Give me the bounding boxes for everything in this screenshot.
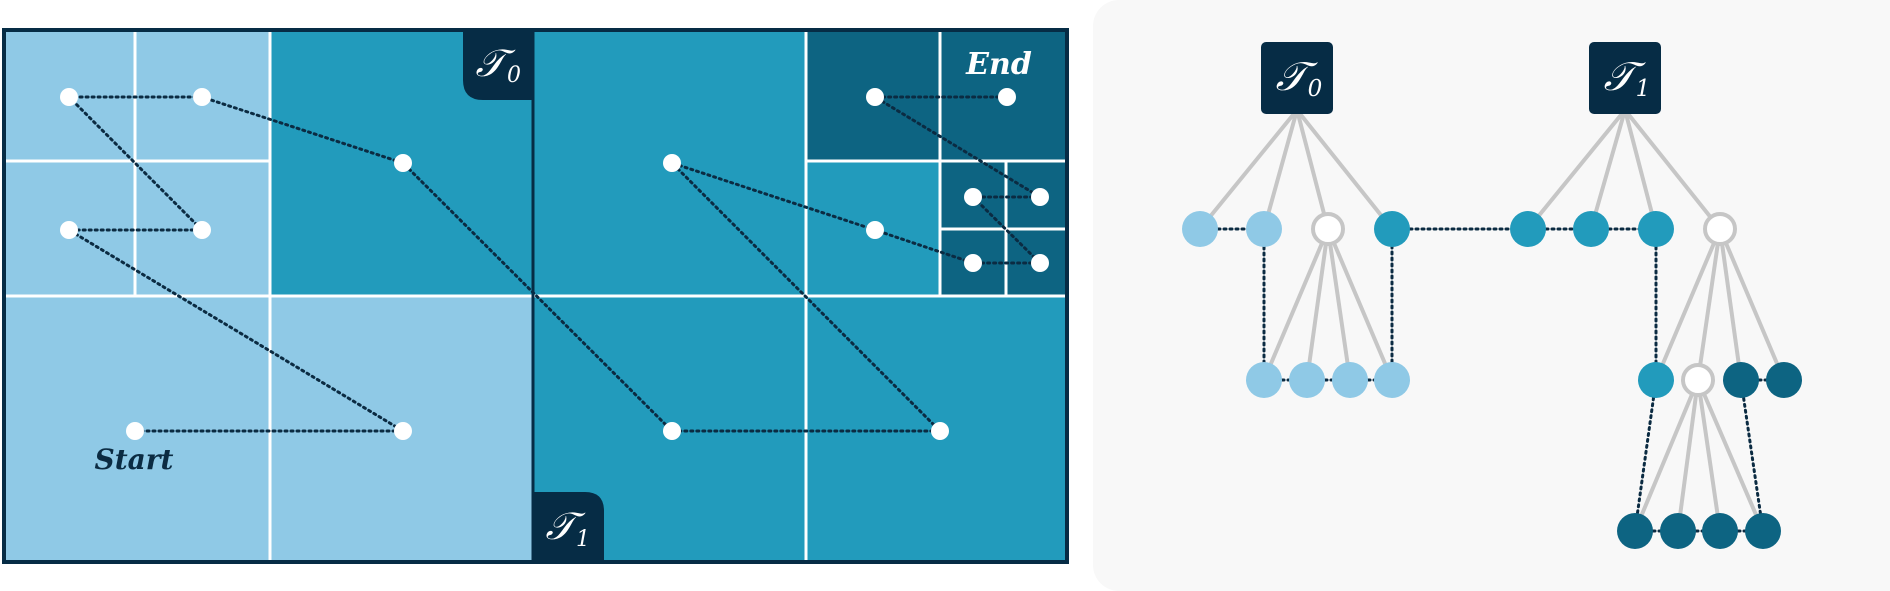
tree0-root-sub: 0 xyxy=(1308,76,1323,102)
cell-center-point xyxy=(394,422,412,440)
quad-cell xyxy=(806,30,1067,161)
tree-leaf-node xyxy=(1573,211,1609,247)
tree1-root-sub: 1 xyxy=(1636,76,1651,102)
tree-leaf-node xyxy=(1638,362,1674,398)
tree1-tab: 𝒯 1 xyxy=(533,492,604,562)
tree-edge xyxy=(1198,108,1299,231)
tree-leaf-node xyxy=(1246,211,1282,247)
tree1-root-node: 𝒯 1 xyxy=(1589,42,1661,114)
cell-center-point xyxy=(866,221,884,239)
tree-internal-node xyxy=(1681,363,1715,397)
tree-leaf-node xyxy=(1182,211,1218,247)
cell-center-point xyxy=(193,88,211,106)
tree-nodes xyxy=(1182,211,1802,549)
tree-edge xyxy=(1262,109,1299,230)
cell-center-point xyxy=(60,88,78,106)
cell-center-point xyxy=(931,422,949,440)
tree-edge xyxy=(1295,109,1330,230)
tree-leaf-node xyxy=(1246,362,1282,398)
tree-edge xyxy=(1326,228,1394,381)
tree1-tab-sub: 1 xyxy=(576,527,590,552)
tree-edge xyxy=(1676,379,1700,532)
tree-leaf-node xyxy=(1745,513,1781,549)
tree-leaf-node xyxy=(1723,362,1759,398)
leaf-order-link xyxy=(1633,378,1658,533)
tree-edge xyxy=(1718,228,1743,381)
tree-internal-node xyxy=(1703,212,1737,246)
tree-diagram: 𝒯 0 𝒯 1 xyxy=(1182,42,1802,549)
tree-edge xyxy=(1526,108,1627,231)
cell-center-point xyxy=(394,154,412,172)
tree-edge xyxy=(1718,228,1786,381)
cell-center-point xyxy=(964,188,982,206)
cell-centers xyxy=(60,88,1049,440)
tree-leaf-node xyxy=(1660,513,1696,549)
tree-edge xyxy=(1623,108,1722,231)
tree-panel: 𝒯 0 𝒯 1 xyxy=(1093,0,1890,591)
tree-edges xyxy=(1198,108,1786,532)
tree0-tab: 𝒯 0 xyxy=(463,30,533,100)
tree-leaf-node xyxy=(1702,513,1738,549)
start-label: Start xyxy=(95,443,174,476)
cell-center-point xyxy=(964,254,982,272)
tree0-tab-sub: 0 xyxy=(507,63,521,88)
cell-center-point xyxy=(126,422,144,440)
tree-edge xyxy=(1326,228,1352,381)
cell-center-point xyxy=(663,154,681,172)
tree-leaf-node xyxy=(1766,362,1802,398)
cell-center-point xyxy=(1031,188,1049,206)
tree0-root-node: 𝒯 0 xyxy=(1261,42,1333,114)
tree-leaf-node xyxy=(1638,211,1674,247)
tree-edge xyxy=(1696,228,1722,381)
tree-edge xyxy=(1696,379,1722,532)
cell-center-point xyxy=(663,422,681,440)
tree-internal-node xyxy=(1311,212,1345,246)
quadtree-diagram: 𝒯 0 𝒯 1 Start End xyxy=(2,28,1069,564)
tree-leaf-node xyxy=(1617,513,1653,549)
tree-edge xyxy=(1295,108,1394,231)
tree-edge xyxy=(1589,109,1627,230)
tree-edge xyxy=(1654,228,1722,381)
cell-center-point xyxy=(866,88,884,106)
tree-edge xyxy=(1696,379,1765,532)
tree-edge xyxy=(1633,379,1700,532)
tree-edge xyxy=(1305,228,1330,381)
leaf-order-link xyxy=(1739,378,1765,533)
tree-leaf-node xyxy=(1510,211,1546,247)
cell-center-point xyxy=(193,221,211,239)
tree-edge xyxy=(1262,228,1330,381)
tree-leaf-node xyxy=(1374,211,1410,247)
tree-leaf-node xyxy=(1374,362,1410,398)
tree-leaf-node xyxy=(1332,362,1368,398)
cell-center-point xyxy=(1031,254,1049,272)
tree-edge xyxy=(1623,109,1658,230)
cell-center-point xyxy=(998,88,1016,106)
end-label: End xyxy=(965,47,1032,82)
cell-center-point xyxy=(60,221,78,239)
tree-leaf-node xyxy=(1289,362,1325,398)
